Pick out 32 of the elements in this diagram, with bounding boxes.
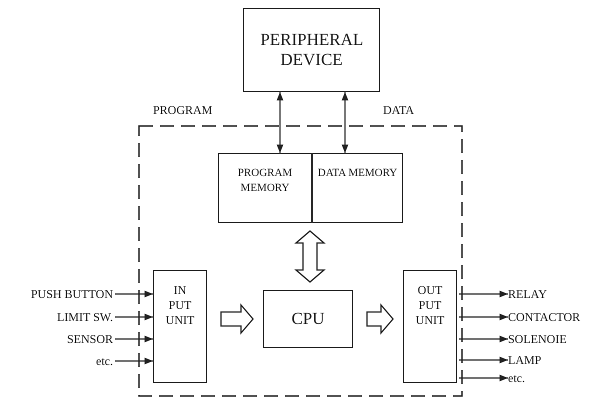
block-box: CPU	[263, 290, 353, 348]
dashed-boundary	[138, 125, 463, 397]
unit-box: OUT PUT UNIT	[403, 270, 457, 383]
arrow	[459, 336, 508, 342]
arrow	[459, 290, 508, 298]
section-label: DATA	[383, 104, 414, 116]
arrow	[115, 358, 153, 364]
signal-label: etc.	[0, 353, 113, 369]
signal-label: SENSOR	[0, 331, 113, 347]
unit-box: IN PUT UNIT	[153, 270, 207, 383]
arrow	[276, 92, 284, 153]
signal-label: LAMP	[508, 352, 600, 368]
hollow-arrow	[366, 303, 394, 335]
signal-label: etc.	[508, 370, 600, 386]
block-box: PERIPHERAL DEVICE	[243, 8, 380, 92]
hollow-arrow	[294, 230, 326, 283]
arrow	[459, 314, 508, 320]
arrow	[342, 92, 348, 153]
arrow	[459, 374, 508, 382]
arrow	[459, 356, 508, 364]
arrow	[115, 290, 153, 298]
signal-label: PUSH BUTTON	[0, 286, 113, 302]
arrow	[115, 314, 153, 320]
signal-label: SOLENOIE	[508, 331, 600, 347]
signal-label: LIMIT SW.	[0, 309, 113, 325]
unit-box: DATA MEMORY	[312, 153, 403, 223]
signal-label: RELAY	[508, 286, 600, 302]
signal-label: CONTACTOR	[508, 309, 600, 325]
section-label: PROGRAM	[153, 104, 212, 116]
hollow-arrow	[220, 303, 254, 335]
arrow	[115, 336, 153, 342]
unit-box: PROGRAM MEMORY	[218, 153, 312, 223]
